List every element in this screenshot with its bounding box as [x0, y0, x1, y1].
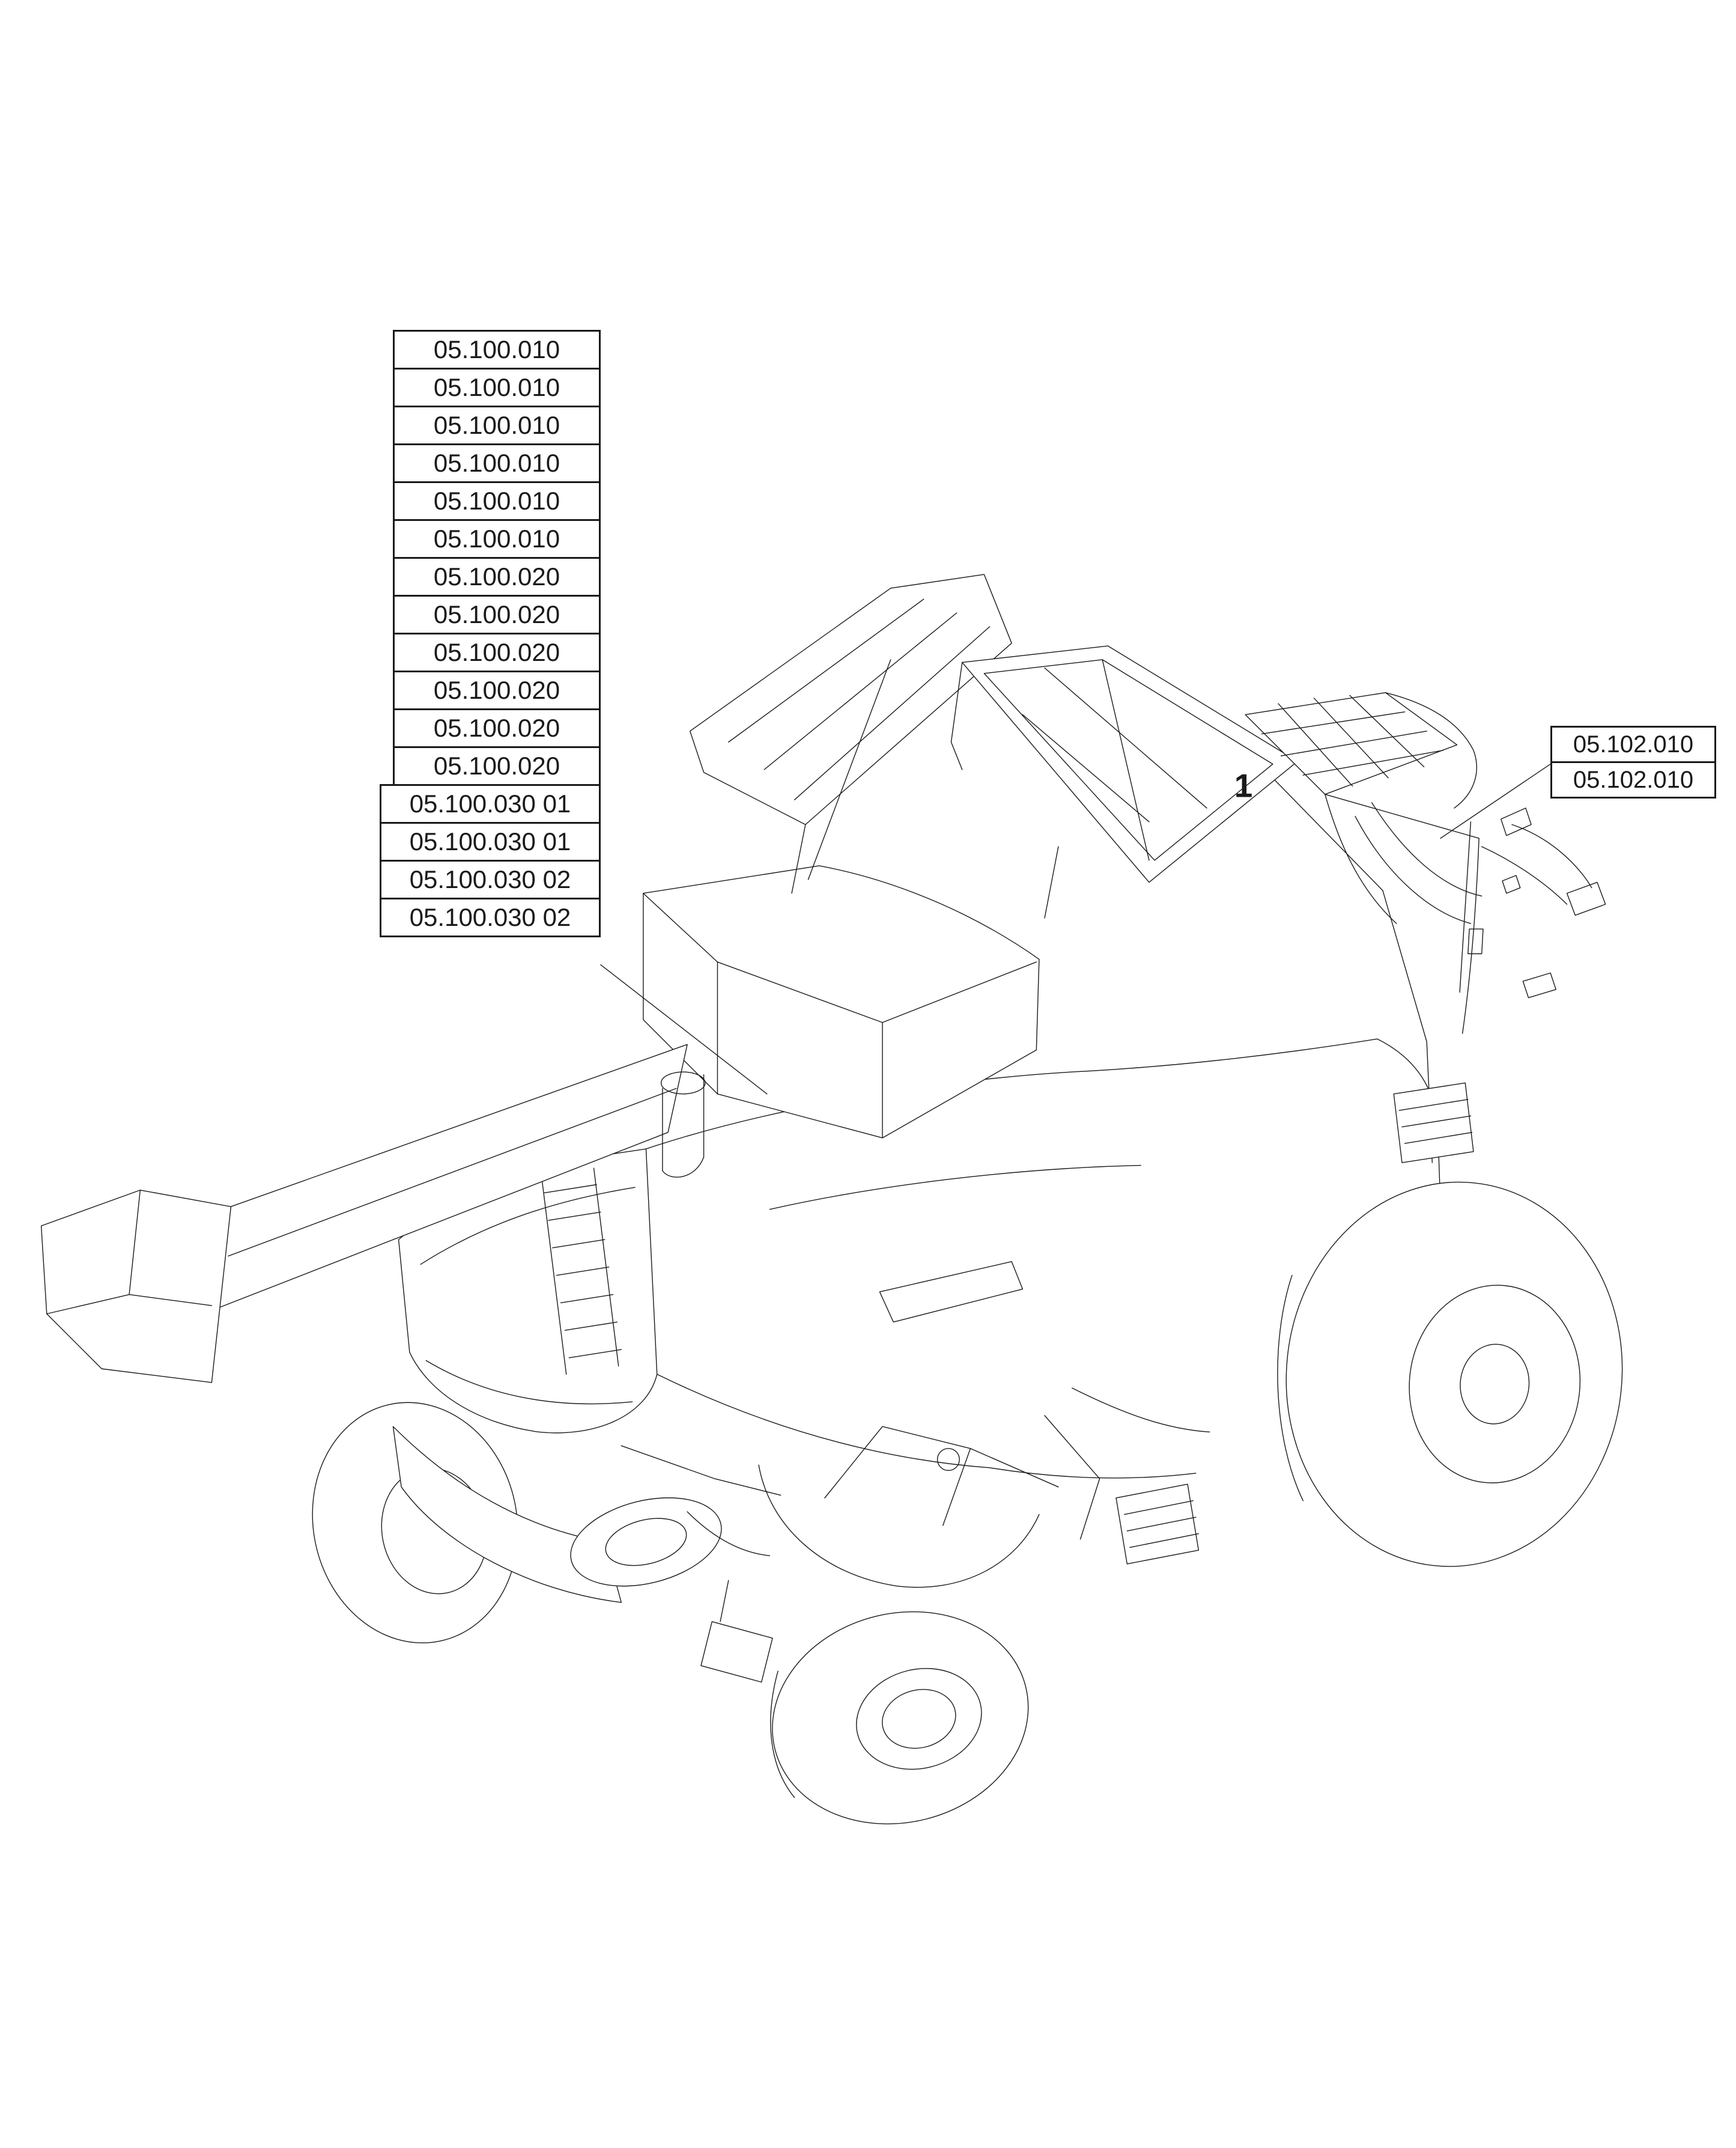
front-wheel — [750, 1585, 1051, 1850]
center-frame-cover — [951, 646, 1297, 918]
leader-line-left — [601, 965, 767, 1094]
engine-deck-box — [643, 866, 1039, 1138]
callout-1: 1 — [1234, 767, 1253, 805]
part-ref-label: 05.100.030 02 — [380, 898, 601, 937]
part-ref-label: 05.102.010 — [1550, 761, 1716, 799]
left-rear-wheel — [291, 1383, 540, 1662]
part-ref-label: 05.100.010 — [393, 519, 601, 559]
part-ref-label: 05.100.010 — [393, 406, 601, 445]
part-ref-label: 05.100.020 — [393, 708, 601, 748]
part-ref-label: 05.100.020 — [393, 671, 601, 710]
right-rear-wheel — [1267, 1166, 1641, 1583]
part-ref-label: 05.100.010 — [393, 368, 601, 407]
part-ref-label: 05.100.010 — [393, 330, 601, 370]
part-ref-label: 05.102.010 — [1550, 726, 1716, 763]
leader-line-right — [1440, 764, 1550, 839]
left-label-column: 05.100.010 05.100.010 05.100.010 05.100.… — [380, 330, 601, 937]
part-ref-label: 05.100.020 — [393, 595, 601, 634]
cab-steps — [1394, 1083, 1473, 1163]
unfolded-cover-panel — [690, 574, 1012, 893]
harvester-illustration: 1 — [41, 574, 1641, 1851]
underbody-frame — [825, 1388, 1210, 1564]
front-feeder-assembly — [393, 1426, 780, 1682]
part-ref-label: 05.100.010 — [393, 443, 601, 483]
part-ref-label: 05.100.030 01 — [380, 784, 601, 824]
part-ref-label: 05.100.020 — [393, 557, 601, 597]
part-ref-label: 05.100.020 — [393, 633, 601, 672]
cab-and-rails — [1325, 794, 1606, 1033]
part-ref-label: 05.100.020 — [393, 746, 601, 786]
unloading-auger — [41, 1044, 705, 1383]
part-ref-label: 05.100.010 — [393, 481, 601, 521]
right-label-column: 05.102.010 05.102.010 — [1550, 726, 1716, 799]
part-ref-label: 05.100.030 01 — [380, 822, 601, 862]
intake-grille-panel — [1245, 693, 1477, 808]
ladder — [542, 1168, 622, 1374]
part-ref-label: 05.100.030 02 — [380, 860, 601, 899]
